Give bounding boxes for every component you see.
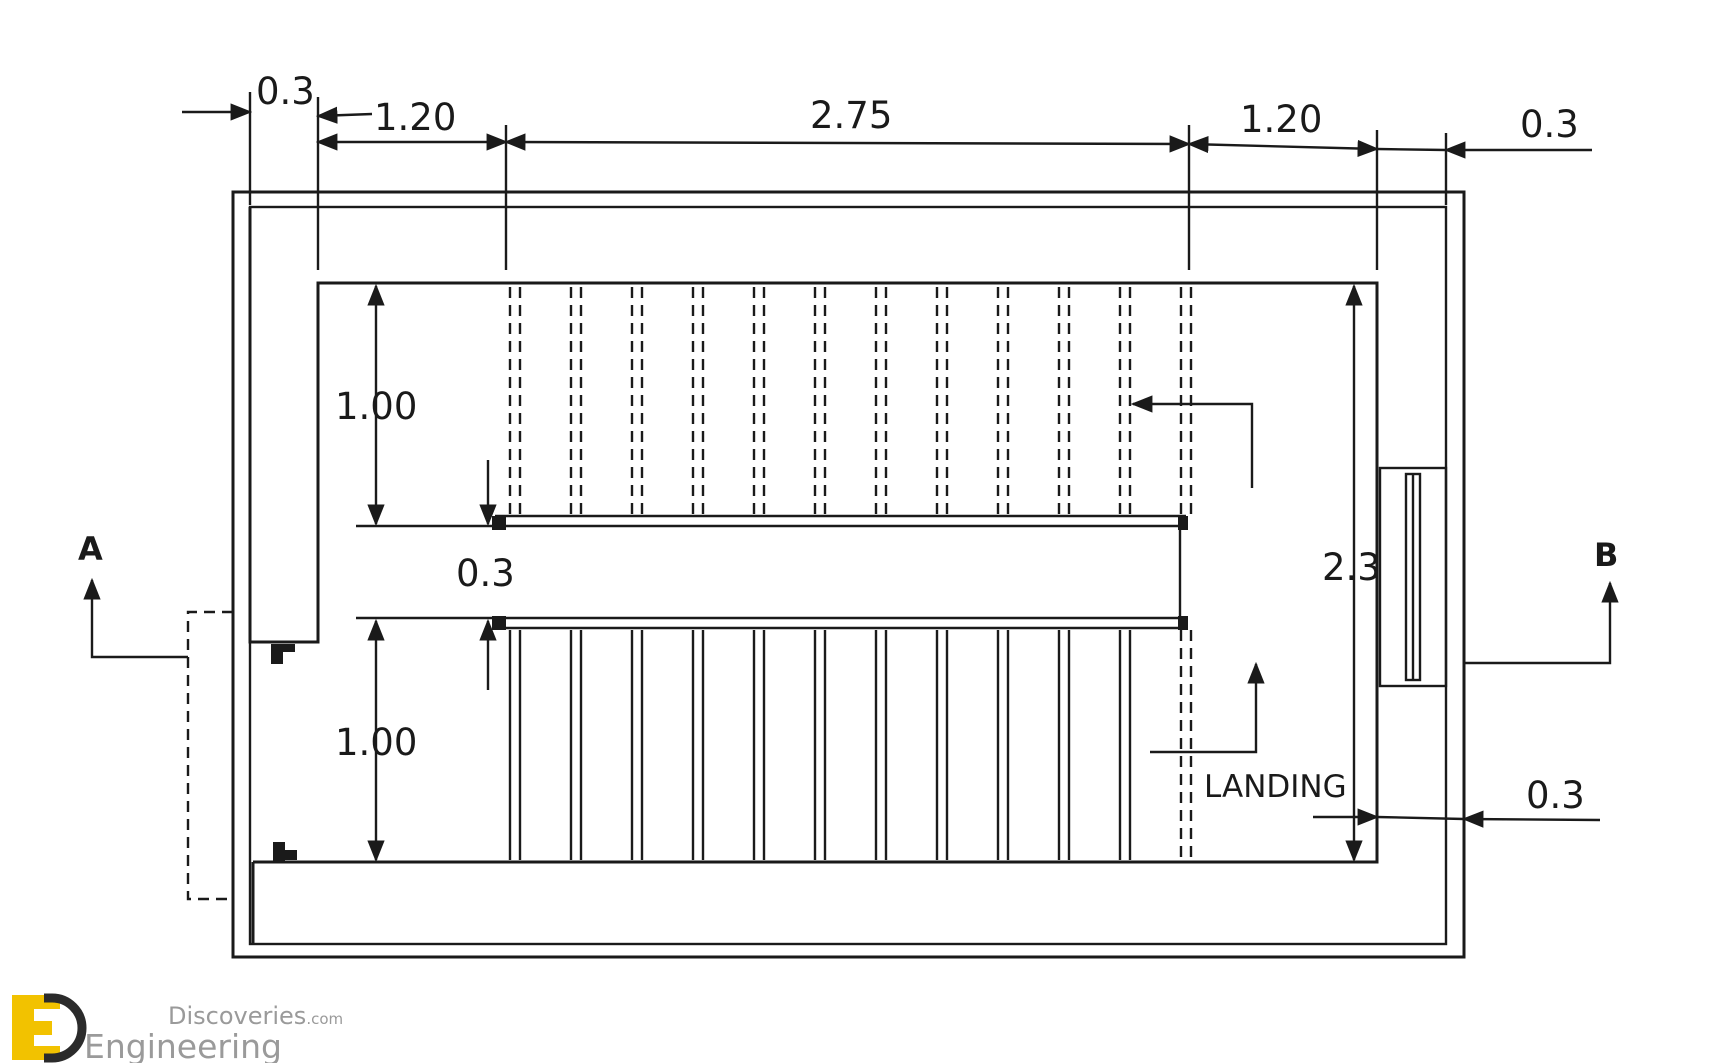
lower-flight-treads — [508, 630, 1193, 860]
dim-top-flight: 2.75 — [810, 94, 892, 137]
dim-gap-width: 0.3 — [456, 552, 515, 595]
left-dimension-lines — [367, 283, 497, 863]
dim-top-right-wall: 0.3 — [1520, 103, 1579, 146]
direction-arrow-down-flight — [1150, 661, 1265, 754]
door-dashed — [186, 610, 233, 901]
upper-flight-treads — [508, 287, 1193, 514]
section-label-b: B — [1594, 536, 1618, 574]
window — [1378, 466, 1448, 688]
dim-top-right-landing: 1.20 — [1240, 98, 1322, 141]
stair-well-outline — [248, 207, 1379, 944]
newel-posts — [271, 516, 1188, 862]
right-wall-dimension-line — [1313, 808, 1601, 828]
watermark-line2: Engineering — [84, 1027, 282, 1063]
watermark: Discoveries.com Engineering — [12, 993, 343, 1063]
dim-top-left-landing: 1.20 — [374, 96, 456, 139]
landing-label: LANDING — [1204, 769, 1347, 805]
section-label-a: A — [78, 530, 103, 568]
dim-upper-flight-width: 1.00 — [335, 385, 417, 428]
logo-icon — [12, 993, 87, 1063]
dim-lower-flight-width: 1.00 — [335, 721, 417, 764]
direction-arrow-up-flight — [1130, 395, 1254, 488]
section-marker-b — [1464, 580, 1619, 665]
watermark-line1: Discoveries.com — [168, 1002, 343, 1030]
section-marker-a — [83, 577, 188, 659]
dim-right-wall: 0.3 — [1526, 774, 1585, 817]
dim-top-left-wall: 0.3 — [256, 70, 315, 113]
outer-wall — [231, 190, 1466, 959]
top-dimension-line — [182, 92, 1592, 270]
dim-total-width: 2.3 — [1322, 546, 1381, 589]
